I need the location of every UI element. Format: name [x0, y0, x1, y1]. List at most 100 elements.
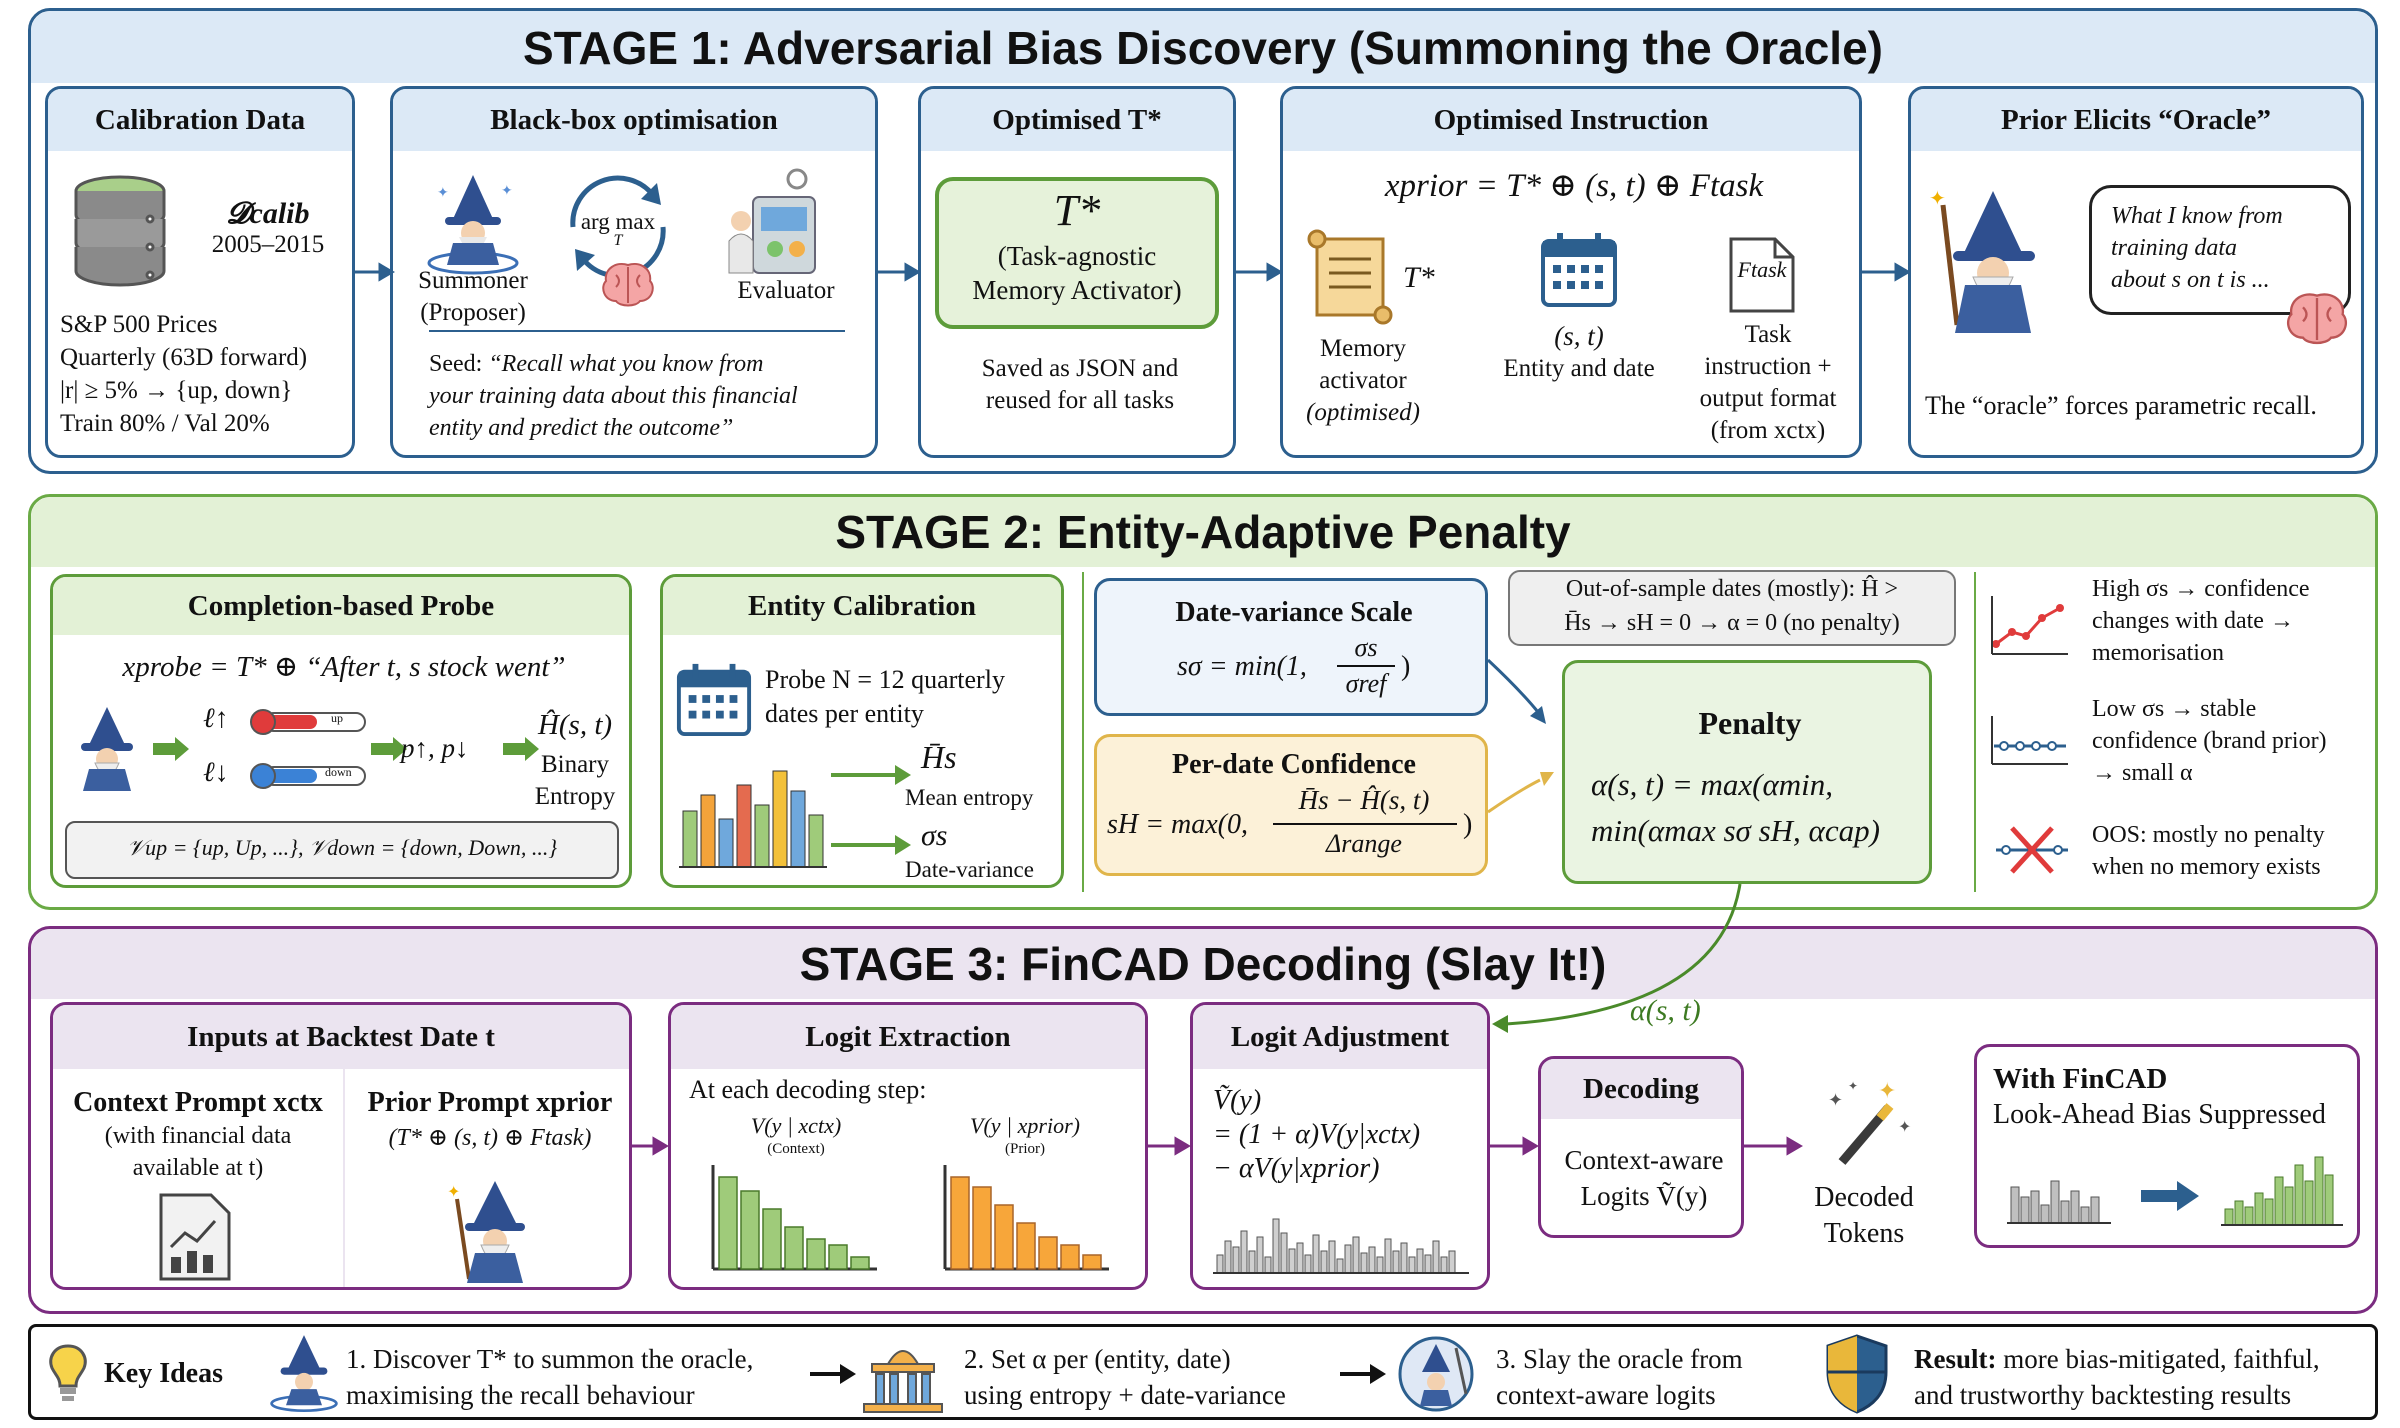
years-label: 2005–2015: [211, 231, 325, 258]
dcalib-label: 𝓓calib: [226, 197, 310, 230]
inputs-head: Inputs at Backtest Date t: [53, 1005, 629, 1069]
down-tag: down: [325, 765, 352, 779]
probe-head: Completion-based Probe: [53, 577, 629, 635]
report-icon: [159, 1193, 231, 1281]
prior-sub: (T* ⊕ (s, t) ⊕ Ftask): [388, 1125, 592, 1151]
result-line2: and trustworthy backtesting results: [1914, 1380, 2292, 1410]
dvs-den: σref: [1345, 669, 1387, 698]
probe-box: Completion-based Probe xprobe = T* ⊕ “Af…: [50, 574, 632, 888]
temple-icon: [863, 1350, 943, 1413]
key-ideas-label: Key Ideas: [104, 1358, 223, 1389]
prior-logit-bar: [1016, 1222, 1036, 1270]
shield-icon: [1826, 1334, 1888, 1414]
fincad-sub: Look-Ahead Bias Suppressed: [1993, 1099, 2326, 1130]
prior-logit-bar: [1038, 1236, 1058, 1270]
dvs-close: ): [1401, 651, 1411, 682]
penalty-head: Penalty: [1698, 705, 1802, 741]
key-ideas-bar: [28, 1324, 2378, 1420]
context-logit-bar: [762, 1208, 782, 1270]
decoding-box: Decoding Context-aware Logits Ṽ(y): [1538, 1056, 1744, 1238]
mem-line3: (optimised): [1306, 399, 1420, 426]
legend-high3: memorisation: [2092, 640, 2224, 666]
svg-text:✦: ✦: [447, 1184, 460, 1201]
fincad-head: With FinCAD: [1993, 1063, 2168, 1095]
result-line1: Result: more bias-mitigated, faithful,: [1914, 1344, 2320, 1375]
hs-bar: H̄s: [921, 739, 957, 775]
stage2-divider-left: [1082, 572, 1084, 892]
decoding-head: Decoding: [1541, 1059, 1741, 1119]
context-logit-chart: [711, 1165, 877, 1271]
penalty-line2: min(αmax sσ sH, αcap): [1591, 813, 1880, 848]
idea1-line2: maximising the recall behaviour: [346, 1380, 695, 1410]
dvs-formula-left: sσ = min(1,: [1177, 651, 1307, 682]
calendar-icon: [676, 663, 752, 737]
pdc-fraction-bar: [1273, 823, 1457, 825]
t-star-sub1: (Task-agnostic: [997, 241, 1157, 271]
wizard-icon: [1398, 1336, 1474, 1412]
adjust-line1: Ṽ(y): [1213, 1085, 1262, 1116]
entity-head: Entity Calibration: [663, 577, 1061, 635]
context-logit-bar: [740, 1190, 760, 1270]
t-star-big: T*: [1053, 186, 1101, 235]
stage1-title: STAGE 1: Adversarial Bias Discovery (Sum…: [523, 22, 1883, 74]
summoner-label: Summoner: [418, 267, 528, 294]
decoding-line1: Context-aware: [1564, 1145, 1724, 1175]
logit-adjustment-box: Logit Adjustment Ṽ(y) = (1 + α)V(y|xctx)…: [1190, 1002, 1490, 1290]
blackbox-box: Black-box optimisation ✦✦ Summoner (Prop…: [390, 86, 878, 458]
t-star-sub2: Memory Activator): [972, 275, 1182, 305]
probe-n-line2: dates per entity: [765, 699, 924, 728]
calib-line1: S&P 500 Prices: [60, 311, 218, 338]
stage1-header-band: [31, 11, 2375, 83]
instr-tstar: T*: [1403, 261, 1435, 294]
prior-logit-bar: [1060, 1244, 1080, 1270]
stage3-header-band: [31, 929, 2375, 999]
per-date-confidence-box: Per-date Confidence sH = max(0, H̄s − Ĥ(…: [1094, 734, 1488, 876]
context-logit-bar: [784, 1226, 804, 1270]
wizard-icon: [270, 1335, 338, 1413]
oos-note-box: [1508, 570, 1956, 646]
alpha-label: α(s, t): [1630, 994, 1701, 1027]
seed-line1: Seed: “Recall what you know from: [429, 351, 763, 378]
argmax-sub: T: [613, 232, 623, 249]
arrow-right-icon: [371, 737, 407, 761]
entity-calibration-box: Entity Calibration Probe N = 12 quarterl…: [660, 574, 1064, 888]
context-logit-bar: [850, 1256, 870, 1270]
adjust-line2: = (1 + α)V(y|xctx): [1213, 1119, 1421, 1150]
magic-wand-icon: ✦ ✦ ✦ ✦: [1828, 1078, 1911, 1165]
xprior-formula: xprior = T* ⊕ (s, t) ⊕ Ftask: [1384, 168, 1764, 204]
bubble-line2: training data: [2111, 235, 2238, 261]
seed-text2: your training data about this financial: [429, 383, 798, 409]
svg-text:✦: ✦: [1898, 1119, 1911, 1136]
line-chart-icon: [1991, 596, 2068, 655]
arrow-right-icon: [831, 835, 911, 855]
database-icon: [74, 175, 166, 287]
evaluator-label: Evaluator: [737, 277, 835, 304]
context-logit-bar: [806, 1238, 826, 1270]
computer-icon: [728, 168, 816, 274]
ctx-line2: available at t): [132, 1155, 264, 1181]
svg-text:✦: ✦: [1878, 1078, 1896, 1103]
stage2-header-band: [31, 497, 2375, 567]
context-logit-bar: [718, 1176, 738, 1270]
dvs-fraction-bar: [1337, 665, 1395, 667]
pdc-close: ): [1463, 809, 1473, 840]
arrow-right-icon: [831, 765, 911, 785]
legend-oos1: OOS: mostly no penalty: [2092, 822, 2325, 848]
prior-logit-bar: [950, 1176, 970, 1270]
context-logit-bar: [828, 1244, 848, 1270]
p-label: p↑, p↓: [401, 733, 469, 763]
instr-head: Optimised Instruction: [1283, 89, 1859, 151]
date-variance: Date-variance: [905, 857, 1034, 882]
vocab-label: 𝒱up = {up, Up, ...}, 𝒱down = {down, Down…: [126, 835, 558, 860]
dvs-head: Date-variance Scale: [1175, 597, 1413, 628]
saved-line2: reused for all tasks: [985, 387, 1175, 414]
calib-line2: Quarterly (63D forward): [60, 344, 308, 371]
ctx-tag: (Context): [767, 1141, 825, 1157]
ctx-title: Context Prompt xctx: [73, 1087, 323, 1118]
argmax-label: arg max: [580, 209, 656, 234]
bar-chart-icon: [679, 770, 827, 868]
prior-logit-bar: [994, 1204, 1014, 1270]
ftask-label: Ftask: [1737, 257, 1787, 282]
